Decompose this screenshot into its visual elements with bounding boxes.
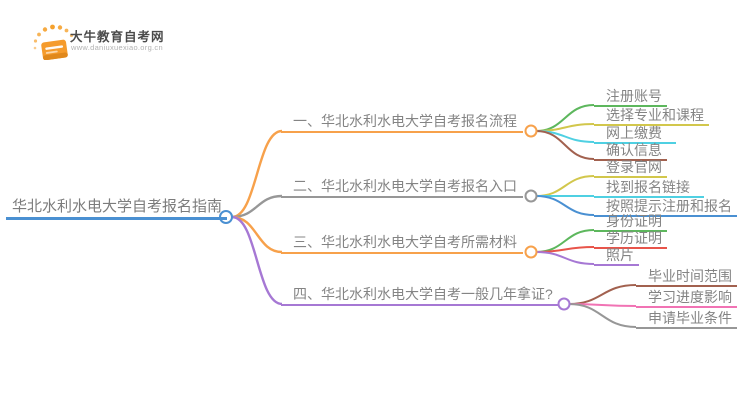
curve-choose-major-course [535, 123, 595, 132]
curve-apply-graduation-conditions [568, 303, 637, 328]
curve-education-proof [535, 246, 595, 253]
curve-photo [535, 251, 595, 265]
curve-graduation-time-range [568, 284, 637, 305]
book-logo-icon [33, 24, 74, 61]
branch-node-1[interactable]: 一、华北水利水电大学自考报名流程 [281, 112, 523, 133]
child-choose-major-course[interactable]: 选择专业和课程 [594, 106, 709, 126]
curve-branch-4 [231, 215, 283, 306]
child-follow-prompts-register[interactable]: 按照提示注册和报名 [594, 197, 737, 217]
logo-url: www.daniuxuexiao.org.cn [71, 43, 163, 52]
root-node[interactable]: 华北水利水电大学自考报名指南 [6, 196, 228, 220]
child-photo[interactable]: 照片 [594, 246, 639, 266]
child-login-official-site[interactable]: 登录官网 [594, 158, 667, 178]
child-confirm-info[interactable]: 确认信息 [594, 141, 667, 161]
branch-2-anchor[interactable] [524, 189, 538, 203]
branch-4-anchor[interactable] [557, 297, 571, 311]
node-anchors [219, 124, 571, 311]
branch-curves [231, 129, 283, 306]
child-apply-graduation-conditions[interactable]: 申请毕业条件 [636, 309, 737, 329]
curve-confirm-info [535, 130, 595, 160]
child-register-account[interactable]: 注册账号 [594, 87, 667, 107]
child-pay-online[interactable]: 网上缴费 [594, 124, 676, 144]
child-education-proof[interactable]: 学历证明 [594, 229, 667, 249]
curve-branch-2 [231, 194, 283, 219]
curve-follow-prompts [535, 195, 595, 216]
branch-node-3[interactable]: 三、华北水利水电大学自考所需材料 [281, 233, 523, 254]
curve-branch-3 [231, 215, 283, 254]
child-identity-proof[interactable]: 身份证明 [594, 212, 667, 232]
curve-branch-1 [231, 129, 283, 219]
branch-node-2[interactable]: 二、华北水利水电大学自考报名入口 [281, 177, 523, 198]
branch-3-anchor[interactable] [524, 245, 538, 259]
child-curves [535, 104, 637, 328]
child-graduation-time-range[interactable]: 毕业时间范围 [636, 267, 737, 287]
site-logo: 大牛教育自考网 www.daniuxuexiao.org.cn [16, 10, 216, 61]
branch-1-anchor[interactable] [524, 124, 538, 138]
child-find-registration-link[interactable]: 找到报名链接 [594, 178, 704, 198]
logo-title: 大牛教育自考网 [70, 30, 165, 44]
child-study-progress-impact[interactable]: 学习进度影响 [636, 288, 737, 308]
branch-node-4[interactable]: 四、华北水利水电大学自考一般几年拿证? [281, 285, 559, 306]
curve-login-official-site [535, 175, 595, 197]
